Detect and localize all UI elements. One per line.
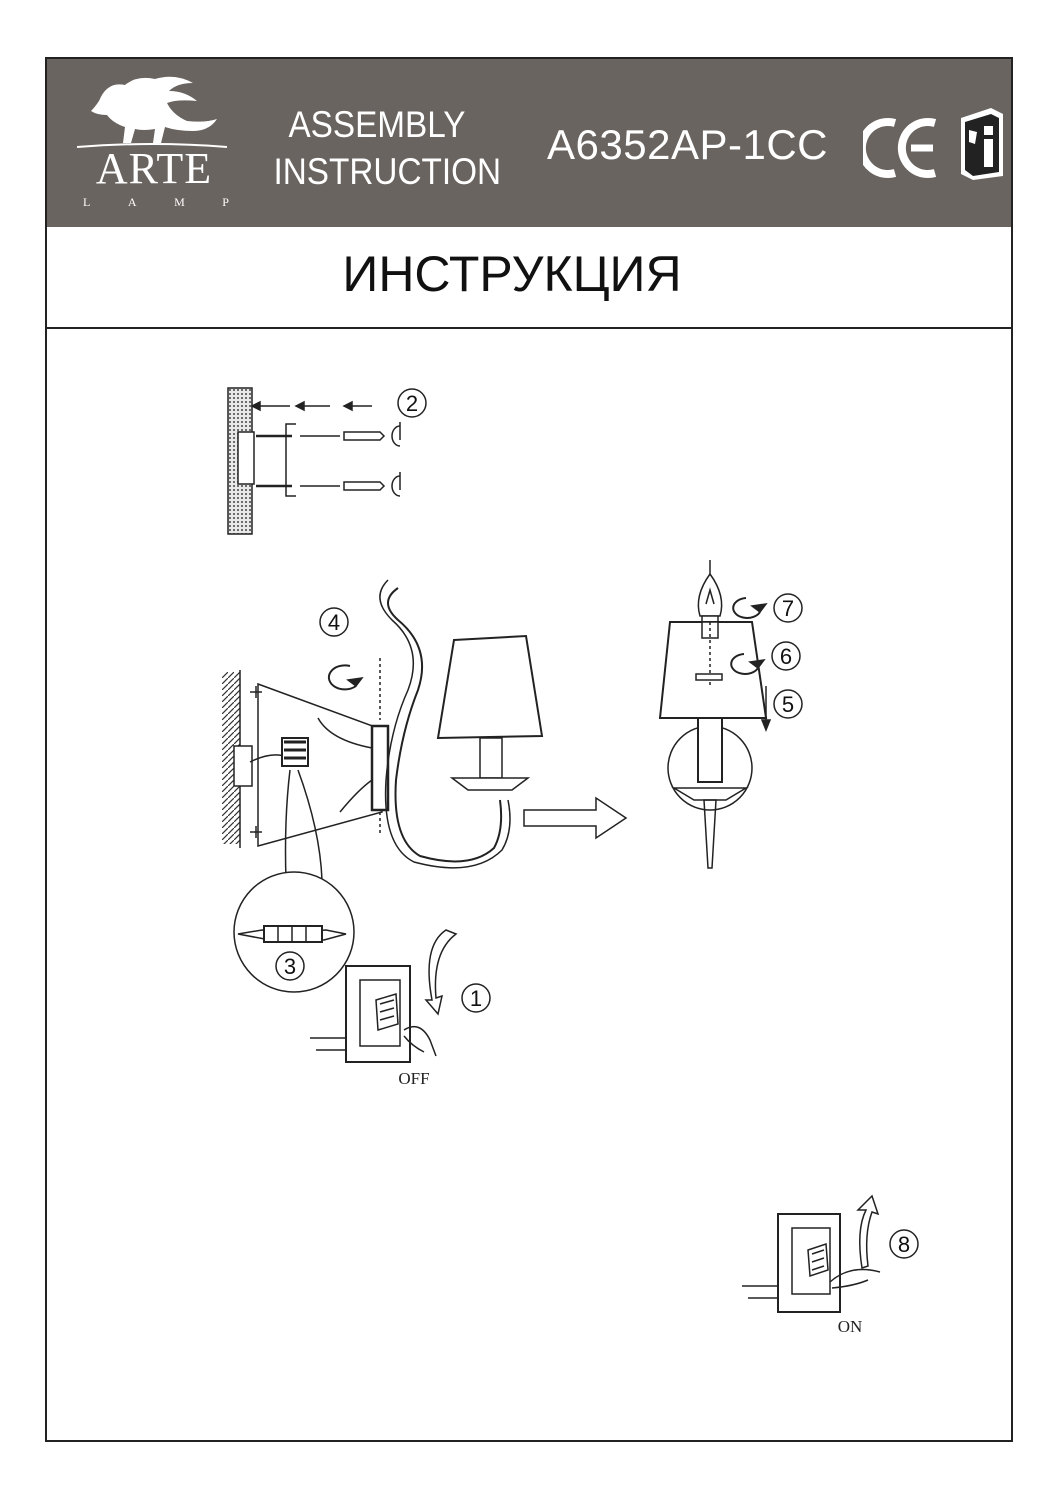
- step-number-6: 6: [780, 644, 792, 669]
- griffin-logo-icon: [77, 76, 227, 148]
- document-type: ASSEMBLY INSTRUCTION: [273, 101, 502, 195]
- switch-on-label: ON: [838, 1317, 863, 1336]
- step-number-1: 1: [470, 986, 482, 1011]
- step-number-3: 3: [284, 954, 296, 979]
- brand-subtitle: L A M P: [83, 195, 229, 210]
- ce-mark-icon: [863, 118, 937, 178]
- brand-sub-letter: M: [174, 195, 185, 209]
- brand-sub-letter: A: [127, 195, 137, 209]
- step-number-5: 5: [782, 692, 794, 717]
- step-number-8: 8: [898, 1232, 910, 1257]
- step8-switch-on: [742, 1194, 919, 1313]
- brand-sub-letter: L: [83, 195, 91, 209]
- step4-wall-mount: [222, 579, 544, 869]
- step2-wall-anchors: [227, 387, 427, 535]
- step-number-4: 4: [328, 610, 340, 635]
- doc-type-line1: ASSEMBLY: [288, 104, 466, 145]
- brand-sub-letter: P: [222, 195, 229, 209]
- doc-type-line2: INSTRUCTION: [273, 151, 502, 192]
- direction-arrow: [523, 796, 628, 840]
- brand-name: ARTE: [95, 144, 213, 193]
- step3-wiring-detail: [233, 769, 355, 993]
- manual-info-icon: [961, 108, 1003, 180]
- step1-switch-off: [310, 929, 491, 1063]
- title-section: ИНСТРУКЦИЯ: [47, 227, 1011, 329]
- model-number: A6352AP-1CC: [547, 121, 828, 168]
- step-number-7: 7: [782, 596, 794, 621]
- switch-off-label: OFF: [398, 1069, 429, 1088]
- document-frame: ARTE L A M P ASSEMBLY INSTRUCTION A6352A…: [45, 57, 1013, 1442]
- header-band: ARTE L A M P ASSEMBLY INSTRUCTION A6352A…: [47, 59, 1011, 227]
- page-title: ИНСТРУКЦИЯ: [342, 246, 682, 302]
- step-number-2: 2: [406, 391, 418, 416]
- step5-7-shade-bulb: [658, 560, 803, 869]
